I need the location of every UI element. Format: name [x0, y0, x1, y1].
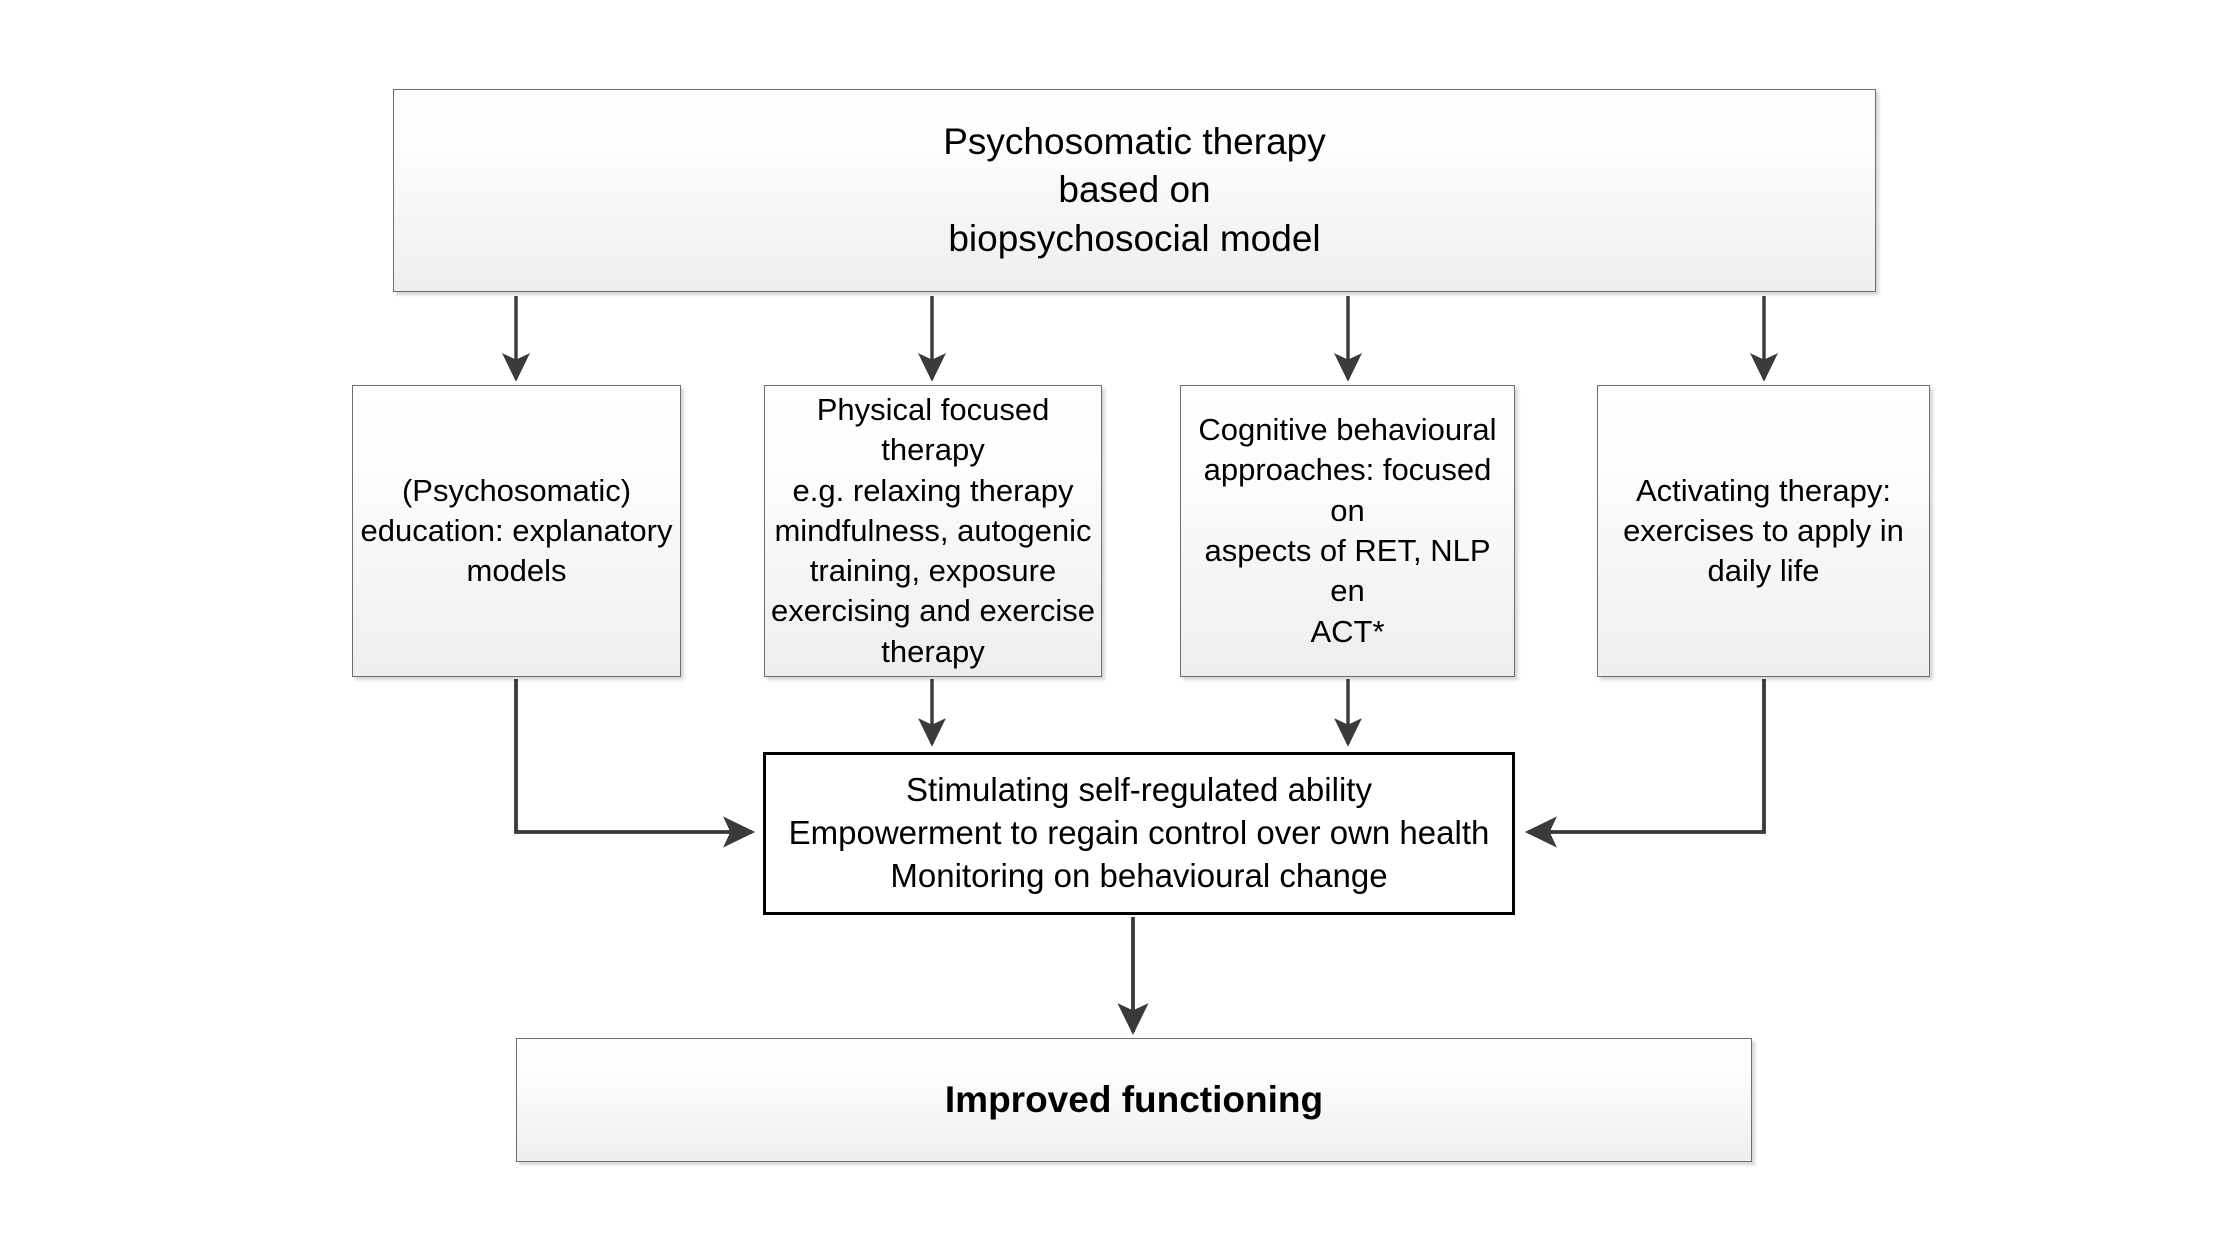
node-self-regulation: Stimulating self-regulated ability Empow…: [763, 752, 1515, 915]
connector-education-to-central: [514, 679, 756, 848]
connector-activating-to-central: [1524, 679, 1766, 848]
node-physical-focused-therapy-label: Physical focused therapy e.g. relaxing t…: [771, 391, 1095, 669]
node-improved-functioning: Improved functioning: [516, 1038, 1752, 1162]
node-self-regulation-label: Stimulating self-regulated ability Empow…: [788, 771, 1490, 894]
node-education-label: (Psychosomatic) education: explanatory m…: [360, 472, 673, 589]
node-psychosomatic-therapy: Psychosomatic therapy based on biopsycho…: [393, 89, 1876, 292]
node-improved-functioning-label: Improved functioning: [944, 1078, 1324, 1120]
node-psychosomatic-therapy-label: Psychosomatic therapy based on biopsycho…: [943, 121, 1326, 259]
node-cognitive-behavioural-label: Cognitive behavioural approaches: focuse…: [1198, 412, 1497, 649]
node-activating-therapy: Activating therapy: exercises to apply i…: [1597, 385, 1930, 677]
node-education: (Psychosomatic) education: explanatory m…: [352, 385, 681, 677]
node-cognitive-behavioural: Cognitive behavioural approaches: focuse…: [1180, 385, 1515, 677]
node-physical-focused-therapy: Physical focused therapy e.g. relaxing t…: [764, 385, 1102, 677]
node-activating-therapy-label: Activating therapy: exercises to apply i…: [1623, 472, 1904, 589]
